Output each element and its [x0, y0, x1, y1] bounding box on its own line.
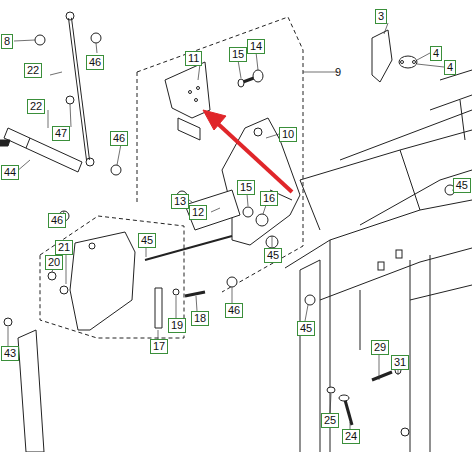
callout-number: 16 — [260, 191, 278, 206]
callout-number: 31 — [391, 355, 409, 370]
callout-number: 3 — [375, 9, 387, 24]
callout-number: 44 — [1, 165, 19, 180]
callout-number: 24 — [342, 429, 360, 444]
group-outline — [137, 72, 138, 205]
callout-number: 46 — [86, 55, 104, 70]
callout-number: 29 — [371, 340, 389, 355]
callout-number: 19 — [168, 318, 186, 333]
callout-number: 43 — [1, 346, 19, 361]
group-number: 9 — [332, 65, 344, 80]
callout-number: 45 — [453, 178, 471, 193]
strut-eye — [66, 12, 74, 20]
callout-number: 4 — [430, 46, 442, 61]
callout-number: 15 — [229, 47, 247, 62]
post — [18, 330, 44, 452]
callout-number: 8 — [1, 34, 13, 49]
seat-frame — [285, 70, 472, 452]
callout-number: 17 — [150, 339, 168, 354]
callout-number: 22 — [24, 63, 42, 78]
callout-number: 22 — [27, 99, 45, 114]
callout-number: 46 — [225, 303, 243, 318]
pointer-arrowhead — [203, 110, 226, 130]
nut — [91, 33, 101, 43]
strut-eye — [86, 158, 94, 166]
callout-number: 46 — [110, 131, 128, 146]
callout-number: 46 — [48, 213, 66, 228]
callout-number: 12 — [189, 205, 207, 220]
callout-number: 25 — [321, 413, 339, 428]
callout-number: 45 — [264, 248, 282, 263]
callout-number: 13 — [171, 194, 189, 209]
group-outline — [40, 216, 184, 338]
callout-number: 47 — [52, 126, 70, 141]
callout-number: 18 — [191, 311, 209, 326]
callout-number: 11 — [185, 51, 202, 66]
group-outline — [137, 17, 303, 292]
latch-plate — [372, 30, 392, 82]
link-plate — [70, 232, 135, 330]
callout-number: 45 — [138, 233, 156, 248]
callout-number: 15 — [237, 180, 255, 195]
callout-number: 10 — [279, 127, 297, 142]
strut-rod — [70, 18, 88, 160]
callout-number: 14 — [247, 39, 265, 54]
callout-number: 45 — [297, 321, 315, 336]
callout-number: 4 — [444, 60, 456, 75]
leader-line — [8, 23, 461, 429]
bolt-head — [35, 35, 45, 45]
callout-number: 21 — [55, 240, 73, 255]
callout-number: 20 — [45, 255, 63, 270]
